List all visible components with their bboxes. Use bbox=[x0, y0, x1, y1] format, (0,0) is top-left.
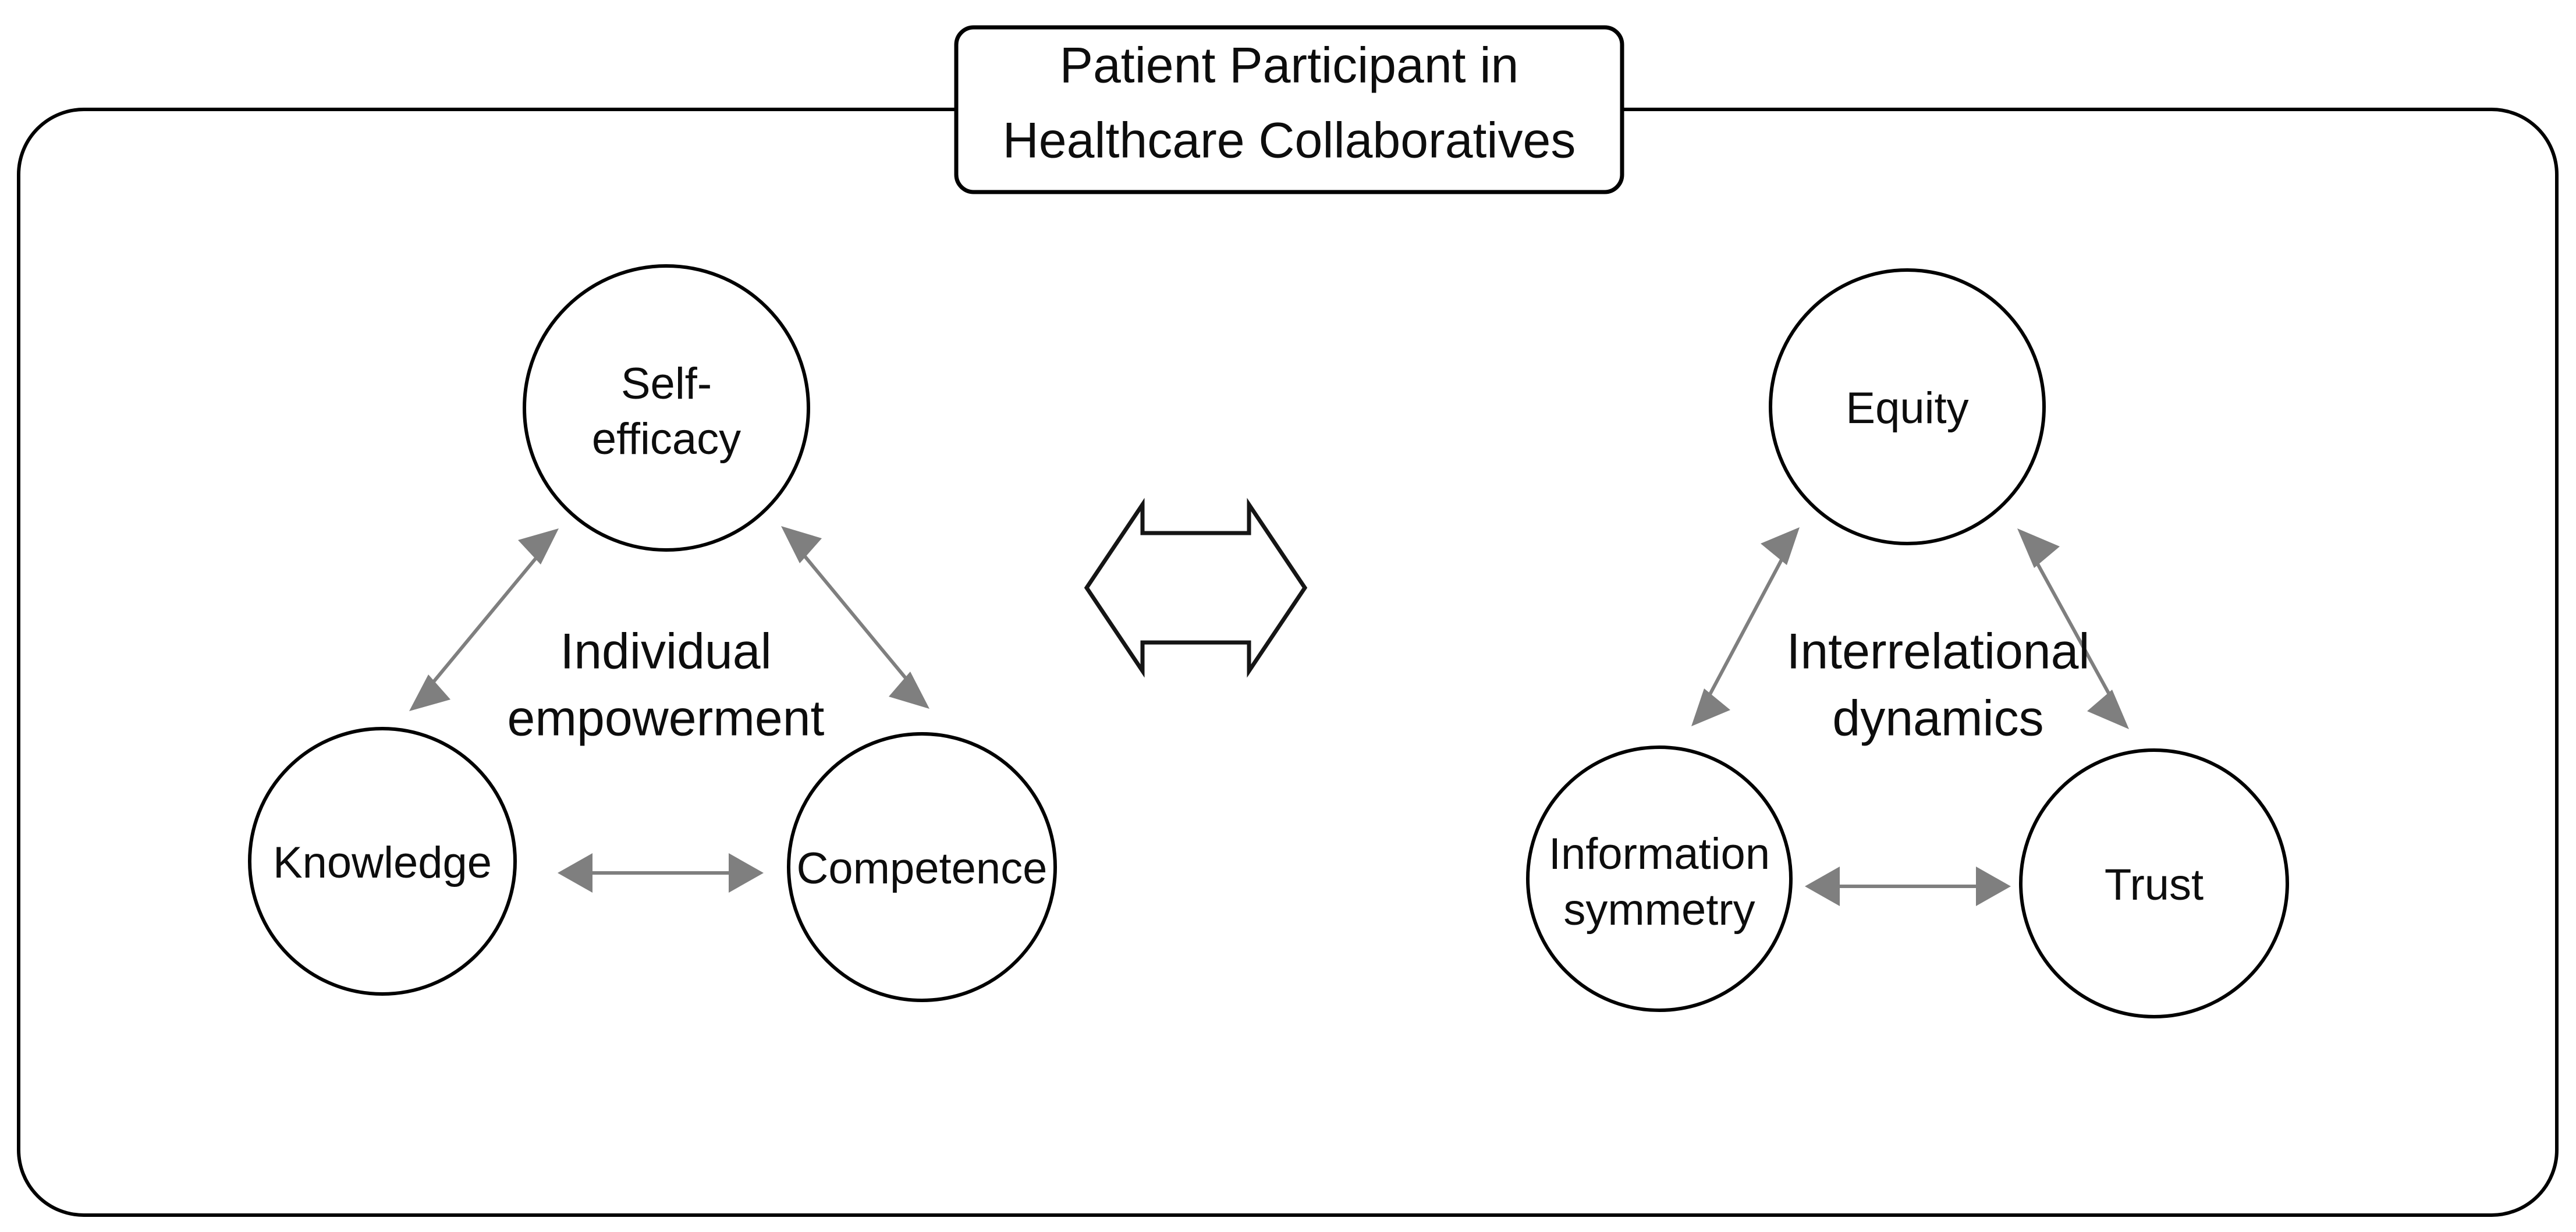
node-label-line-2: efficacy bbox=[592, 414, 741, 464]
arrowhead-right bbox=[1976, 867, 2011, 906]
connector-information-symmetry-trust bbox=[1805, 867, 2011, 906]
arrowhead-up bbox=[518, 528, 559, 564]
arrowhead-down bbox=[1691, 688, 1730, 726]
arrowhead-up bbox=[1761, 527, 1800, 565]
outer-frame bbox=[17, 108, 2559, 1217]
title-line-2: Healthcare Collaboratives bbox=[1003, 113, 1576, 169]
cluster-label-line-2: dynamics bbox=[1832, 691, 2043, 747]
connector-information-symmetry-equity bbox=[1691, 527, 1800, 726]
connector-line bbox=[425, 547, 546, 691]
bidirectional-block-arrow bbox=[1084, 498, 1308, 678]
cluster-label-line-1: Interrelational bbox=[1786, 624, 2089, 680]
node-circle[interactable] bbox=[248, 727, 517, 996]
node-circle[interactable] bbox=[523, 264, 810, 552]
title-line-1: Patient Participant in bbox=[1060, 38, 1519, 94]
connector-line bbox=[794, 545, 916, 689]
arrowhead-down bbox=[409, 674, 450, 711]
node-circle[interactable] bbox=[787, 732, 1057, 1002]
node-label-line-1: Trust bbox=[2105, 860, 2204, 910]
node-equity[interactable]: Equity bbox=[1769, 268, 2046, 545]
node-trust[interactable]: Trust bbox=[2019, 748, 2289, 1018]
arrowhead-left bbox=[558, 853, 592, 893]
node-circle[interactable] bbox=[1769, 268, 2046, 545]
connector-line bbox=[2029, 551, 2117, 707]
node-label-line-2: symmetry bbox=[1563, 885, 1755, 935]
node-label-line-1: Equity bbox=[1846, 384, 1968, 433]
arrowhead-up bbox=[2017, 528, 2060, 568]
node-circle[interactable] bbox=[2019, 748, 2289, 1018]
cluster-label-line-1: Individual bbox=[560, 624, 771, 680]
node-information-symmetry[interactable]: Information symmetry bbox=[1526, 745, 1793, 1012]
arrowhead-down bbox=[2087, 690, 2129, 729]
cluster-interrelational-dynamics: Equity Information symmetry Trust Interr… bbox=[1526, 268, 2289, 1018]
connector-equity-trust bbox=[2017, 528, 2129, 729]
arrowhead-up bbox=[781, 526, 822, 563]
arrowhead-down bbox=[889, 672, 929, 709]
arrowhead-right bbox=[729, 853, 764, 893]
node-label-line-1: Competence bbox=[797, 844, 1048, 893]
cluster-individual-empowerment: Self- efficacy Knowledge Competence Indi… bbox=[248, 264, 1057, 1002]
connector-self-efficacy-competence bbox=[781, 526, 929, 709]
connector-knowledge-competence bbox=[558, 853, 764, 893]
title-box bbox=[954, 25, 1624, 194]
arrowhead-left bbox=[1805, 867, 1840, 906]
node-competence[interactable]: Competence bbox=[787, 732, 1057, 1002]
node-self-efficacy[interactable]: Self- efficacy bbox=[523, 264, 810, 552]
node-knowledge[interactable]: Knowledge bbox=[248, 727, 517, 996]
connector-knowledge-self-efficacy bbox=[409, 528, 559, 711]
node-label-line-1: Self- bbox=[621, 359, 712, 409]
node-label-line-1: Knowledge bbox=[273, 838, 492, 887]
cluster-label-line-2: empowerment bbox=[508, 691, 825, 747]
node-label-line-1: Information bbox=[1549, 829, 1770, 879]
connector-line bbox=[1704, 549, 1789, 704]
node-circle[interactable] bbox=[1526, 745, 1793, 1012]
